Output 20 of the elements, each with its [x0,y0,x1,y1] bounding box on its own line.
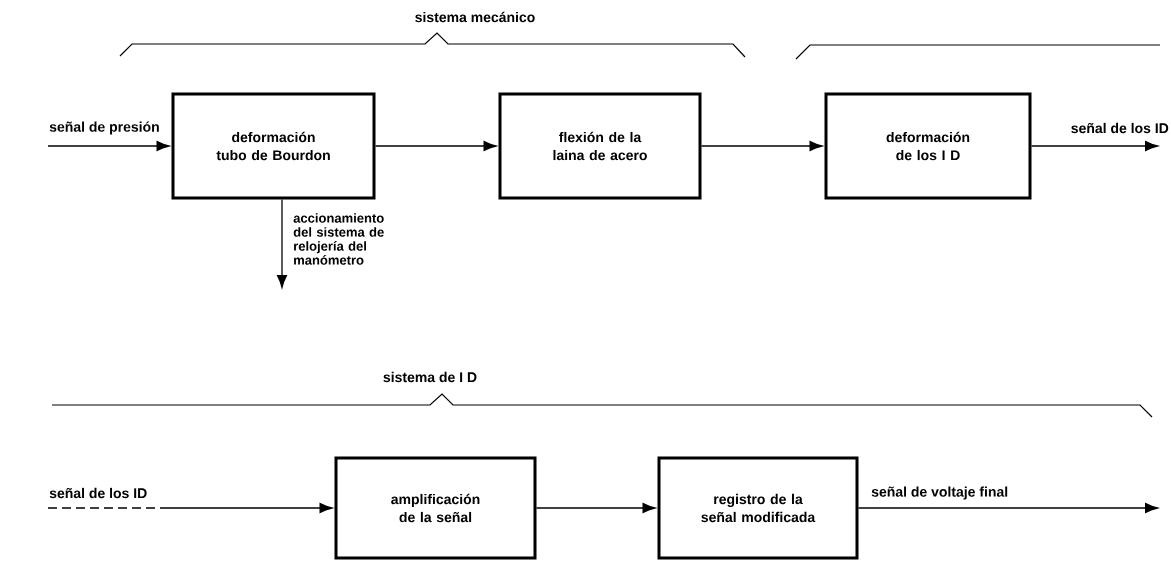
bracket-label: sistema mecánico [415,11,535,23]
arrow [857,502,1158,514]
arrow [276,198,288,288]
process-box: deformación tubo de Bourdon [171,92,376,200]
bracket-label: sistema de I D [383,371,477,383]
edge-label: accionamiento del sistema de relojería del manómetro [293,213,384,265]
process-box: flexión de la laina de acero [498,92,702,200]
arrow [47,502,333,514]
edge-label: señal de los ID [49,487,147,499]
arrow [700,140,823,152]
process-box: amplificación de la señal [334,456,537,560]
process-box: registro de la señal modificada [657,456,859,560]
arrow [1030,140,1158,152]
edge-label: señal de voltaje final [871,486,1008,500]
edge-label: señal de presión [49,121,159,135]
arrow [374,140,497,152]
process-box: deformación de los I D [824,92,1032,200]
arrow [47,140,170,152]
arrow [535,502,656,514]
edge-label: señal de los ID [1071,122,1169,134]
